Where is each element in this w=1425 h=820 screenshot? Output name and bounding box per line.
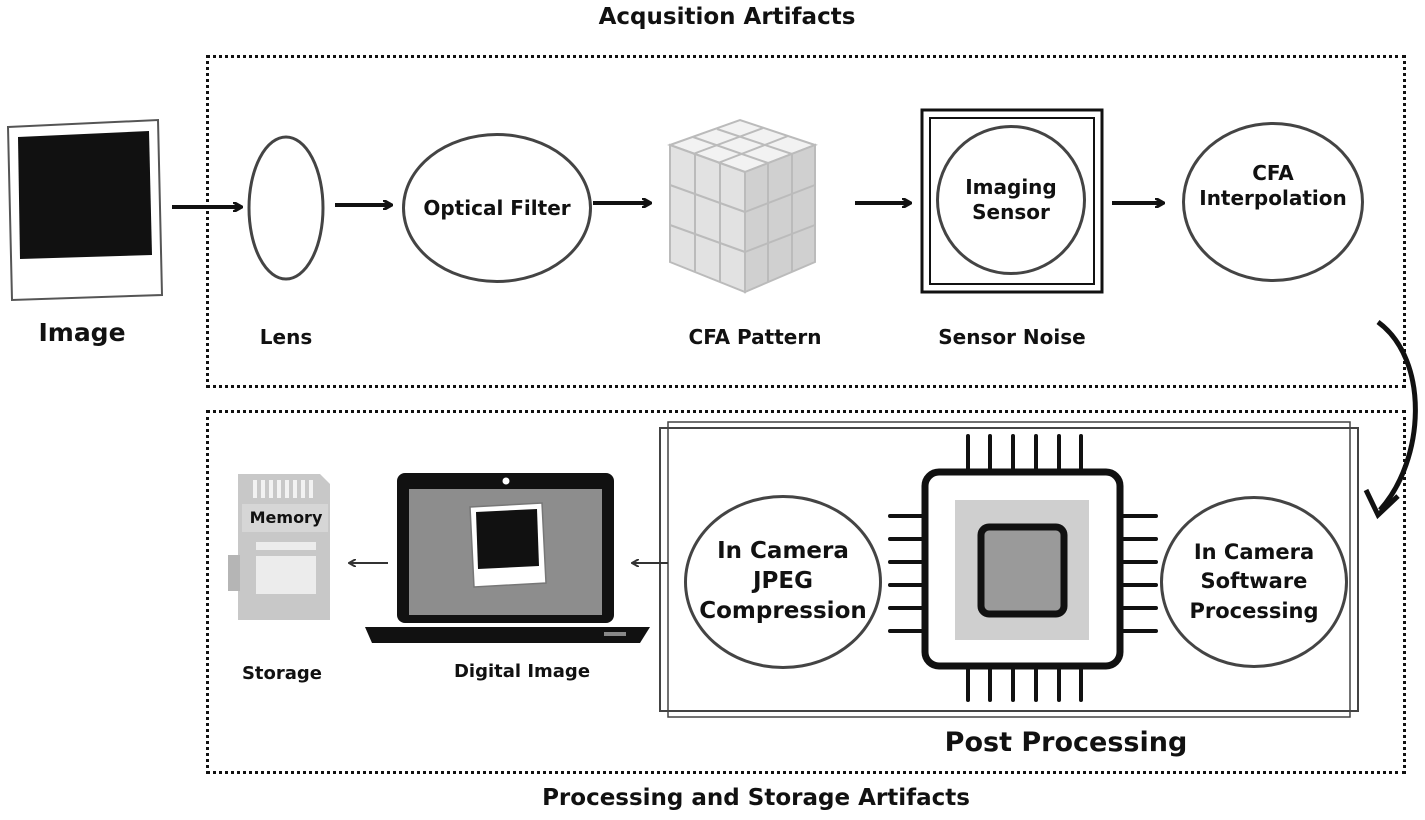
- memory-label: Memory: [249, 508, 323, 527]
- acquisition-title: Acqusition Artifacts: [598, 4, 856, 30]
- memory-card-icon: [228, 474, 330, 620]
- image-label: Image: [38, 318, 126, 347]
- image-sensor-icon: [920, 108, 1104, 294]
- acquisition-frame: [206, 55, 1406, 388]
- laptop-icon: [365, 473, 650, 643]
- cfa-cube-icon: [667, 118, 818, 294]
- processing-frame: [206, 410, 1406, 774]
- photo-icon: [6, 118, 164, 302]
- cfa-pattern-label: CFA Pattern: [688, 325, 822, 349]
- processing-storage-title: Processing and Storage Artifacts: [542, 785, 970, 811]
- sensor-noise-label: Sensor Noise: [938, 325, 1086, 349]
- optical-filter-node: Optical Filter: [402, 133, 592, 283]
- storage-label: Storage: [241, 663, 323, 684]
- chip-icon: [888, 434, 1158, 702]
- lens-icon: [247, 135, 325, 281]
- lens-label: Lens: [259, 325, 313, 349]
- post-processing-frame: [659, 421, 1359, 718]
- digital-image-label: Digital Image: [453, 661, 591, 682]
- post-processing-title: Post Processing: [944, 727, 1188, 758]
